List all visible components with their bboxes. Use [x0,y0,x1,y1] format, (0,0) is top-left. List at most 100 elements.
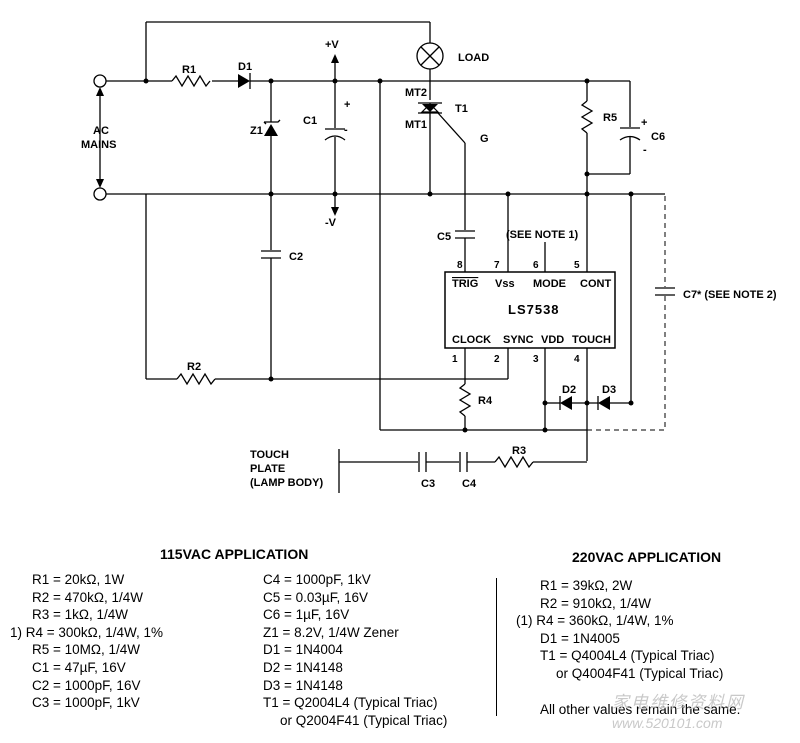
chip-name: LS7538 [508,302,560,317]
r5-resistor [580,100,594,134]
parts-item: D2 = 1N4148 [263,659,343,675]
load-lamp [416,42,444,70]
parts-item: R3 = 1kΩ, 1/4W [32,607,129,623]
c1-minus: - [344,124,348,136]
z1-zener [263,119,281,136]
pin-vss-label: Vss [495,278,515,290]
parts-item: C6 = 1µF, 16V [263,607,350,623]
parts-item: R2 = 910kΩ, 1/4W [540,595,652,611]
column-divider [496,578,497,716]
parts-item: (1) R4 = 360kΩ, 1/4W, 1% [516,613,674,629]
parts-item: C2 = 1000pF, 16V [32,677,141,693]
parts-item: 1) R4 = 300kΩ, 1/4W, 1% [10,624,164,640]
c2-capacitor [261,250,281,259]
d2-label: D2 [562,384,576,396]
app220-list: R1 = 39kΩ, 2W R2 = 910kΩ, 1/4W (1) R4 = … [516,577,723,683]
app115-list-right: C4 = 1000pF, 1kV C5 = 0.03µF, 16V C6 = 1… [263,571,447,729]
load-label: LOAD [458,52,489,64]
pin-mode-label: MODE [533,278,566,290]
touch-label-2: PLATE [250,463,285,475]
parts-item: Z1 = 8.2V, 1/4W Zener [263,624,399,640]
c5-label: C5 [437,231,451,243]
r1-label: R1 [182,64,196,76]
pin-1: 1 [452,354,458,365]
mt1-label: MT1 [405,119,427,131]
z1-label: Z1 [250,125,263,137]
parts-item: D1 = 1N4004 [263,642,343,658]
pin-sync-label: SYNC [503,334,534,346]
parts-item: R1 = 39kΩ, 2W [540,578,633,593]
r3-resistor [494,455,534,469]
mt2-label: MT2 [405,87,427,99]
c4-capacitor [459,452,468,472]
pin-5: 5 [574,260,580,271]
g-label: G [480,133,489,145]
d1-label: D1 [238,61,252,73]
parts-item: or Q4004F41 (Typical Triac) [556,665,724,681]
ac-mains-arrow [96,87,104,188]
c1-plus: + [344,99,350,111]
c1-label: C1 [303,115,317,127]
parts-item: R1 = 20kΩ, 1W [32,572,125,587]
ac-terminal-top [93,74,107,88]
c7-capacitor [655,287,675,296]
app220-title: 220VAC APPLICATION [572,549,722,565]
ac-label-1: AC [93,125,109,137]
pin-8: 8 [457,260,463,271]
parts-item: or Q2004F41 (Typical Triac) [280,712,448,728]
c3-capacitor [418,452,427,472]
pin-clock-label: CLOCK [452,334,491,346]
d1-diode [238,73,251,89]
pin-7: 7 [494,260,500,271]
r5-label: R5 [603,112,617,124]
app115-title: 115VAC APPLICATION [160,546,309,562]
r1-resistor [171,74,211,88]
parts-item: R5 = 10MΩ, 1/4W [32,642,141,658]
c3-label: C3 [421,478,435,490]
c6-minus: - [643,144,647,156]
c6-capacitor [619,127,641,141]
parts-item: R2 = 470kΩ, 1/4W [32,589,144,605]
app115-list-left: R1 = 20kΩ, 1W R2 = 470kΩ, 1/4W R3 = 1kΩ,… [10,571,163,712]
pin-6: 6 [533,260,539,271]
r4-resistor [458,383,472,417]
watermark: 家电维修资料网 [612,693,745,713]
minus-v-label: -V [325,217,337,229]
touch-label-3: (LAMP BODY) [250,477,323,489]
parts-item: C1 = 47µF, 16V [32,659,126,675]
plus-v-label: +V [325,39,339,51]
pin-4: 4 [574,354,580,365]
pin-touch-label: TOUCH [572,334,611,346]
d2-diode [559,396,572,410]
pin-2: 2 [494,354,500,365]
app220-note: All other values remain the same. [540,702,741,717]
parts-item: T1 = Q2004L4 (Typical Triac) [263,695,438,711]
parts-item: D1 = 1N4005 [540,630,620,646]
ac-terminal-bottom [93,187,107,201]
pin-cont-label: CONT [580,278,611,290]
r2-resistor [176,372,216,386]
pin-vdd-label: VDD [541,334,564,346]
parts-item: C5 = 0.03µF, 16V [263,589,368,605]
d3-diode [597,396,610,410]
c5-capacitor [455,230,475,239]
c4-label: C4 [462,478,477,490]
c7-label: C7* (SEE NOTE 2) [683,289,777,301]
circuit-schematic: R1 D1 Z1 C1 + - +V -V LOAD MT2 MT1 T1 G … [81,21,777,493]
t1-triac [418,102,466,144]
r3-label: R3 [512,445,526,457]
d3-label: D3 [602,384,616,396]
parts-item: D3 = 1N4148 [263,677,343,693]
parts-item: T1 = Q4004L4 (Typical Triac) [540,648,715,664]
c1-capacitor [324,128,346,141]
pin-3: 3 [533,354,539,365]
parts-item: C4 = 1000pF, 1kV [263,572,371,587]
ls7538-chip [444,271,616,349]
c6-label: C6 [651,131,665,143]
r2-label: R2 [187,361,201,373]
r4-label: R4 [478,395,493,407]
touch-label-1: TOUCH [250,449,289,461]
watermark-url: www.520101.com [612,715,723,731]
see-note-1: (SEE NOTE 1) [506,229,578,241]
ac-label-2: MAINS [81,139,116,151]
